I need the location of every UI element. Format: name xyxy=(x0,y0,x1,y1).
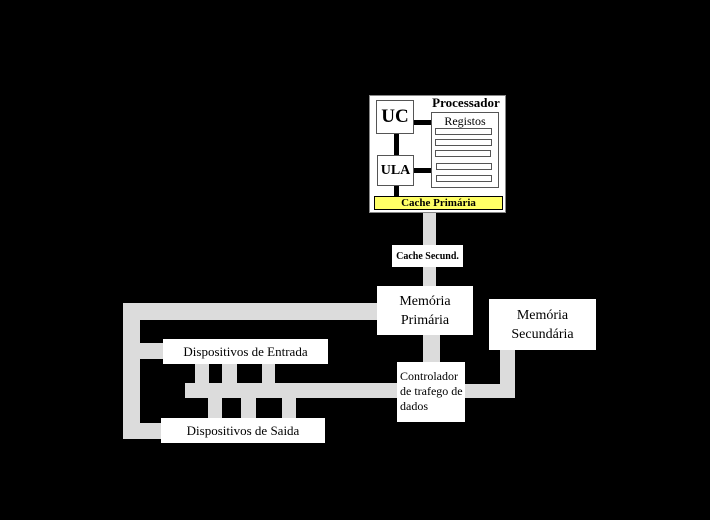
input-devices-box: Dispositivos de Entrada xyxy=(163,339,328,364)
link-uc-registers xyxy=(413,120,432,125)
alu-label: ULA xyxy=(380,162,411,178)
bus-to-input-devices xyxy=(123,343,164,359)
primary-cache-bar: Cache Primária xyxy=(374,196,503,210)
bus-stub-input-2 xyxy=(222,363,237,384)
bus-stub-input-3 xyxy=(262,363,275,384)
alu-box: ULA xyxy=(377,155,414,186)
registers-title: Registos xyxy=(444,114,486,128)
traffic-controller-line3: dados xyxy=(400,399,428,413)
bus-memory-to-controller xyxy=(423,334,440,363)
traffic-controller-line1: Controlador xyxy=(400,369,458,383)
bus-cpu-to-cache-secund xyxy=(423,212,436,246)
traffic-controller-line2: de trafego de xyxy=(400,384,463,398)
control-unit-box: UC xyxy=(376,100,414,134)
primary-memory-box: Memória Primária xyxy=(377,286,473,335)
secondary-cache-box: Cache Secund. xyxy=(392,245,463,267)
bus-left-vertical xyxy=(123,303,140,439)
bus-stub-output-3 xyxy=(282,397,296,419)
register-slot-1 xyxy=(435,128,492,135)
bus-top-band xyxy=(123,303,379,320)
output-devices-label: Dispositivos de Saida xyxy=(186,422,300,438)
processor-title: Processador xyxy=(432,95,500,110)
register-slot-5 xyxy=(436,175,492,182)
secondary-memory-line2: Secundária xyxy=(511,326,574,342)
link-ula-cache xyxy=(394,185,399,197)
primary-memory-line1: Memória xyxy=(399,293,451,309)
traffic-controller-box: Controlador de trafego de dados xyxy=(397,362,465,422)
input-devices-label: Dispositivos de Entrada xyxy=(183,343,308,359)
bus-stub-output-2 xyxy=(241,397,256,419)
secondary-memory-line1: Memória xyxy=(516,307,569,323)
secondary-cache-label: Cache Secund. xyxy=(396,250,459,262)
bus-cache-secund-to-memory xyxy=(423,266,436,288)
link-ula-registers xyxy=(413,168,432,173)
control-unit-label: UC xyxy=(381,106,409,127)
output-devices-box: Dispositivos de Saida xyxy=(161,418,325,443)
bus-controller-to-secondary-v xyxy=(500,349,515,398)
bus-stub-input-1 xyxy=(195,363,209,384)
secondary-memory-box: Memória Secundária xyxy=(489,299,596,350)
link-uc-ula xyxy=(394,133,399,156)
register-slot-3 xyxy=(435,150,491,157)
register-slot-4 xyxy=(436,163,492,170)
primary-cache-label: Cache Primária xyxy=(401,197,476,209)
bus-horizontal-io xyxy=(185,383,398,398)
primary-memory-line2: Primária xyxy=(400,312,450,328)
bus-stub-output-1 xyxy=(208,397,222,419)
bus-to-output-devices xyxy=(123,423,163,439)
register-slot-2 xyxy=(435,139,492,146)
